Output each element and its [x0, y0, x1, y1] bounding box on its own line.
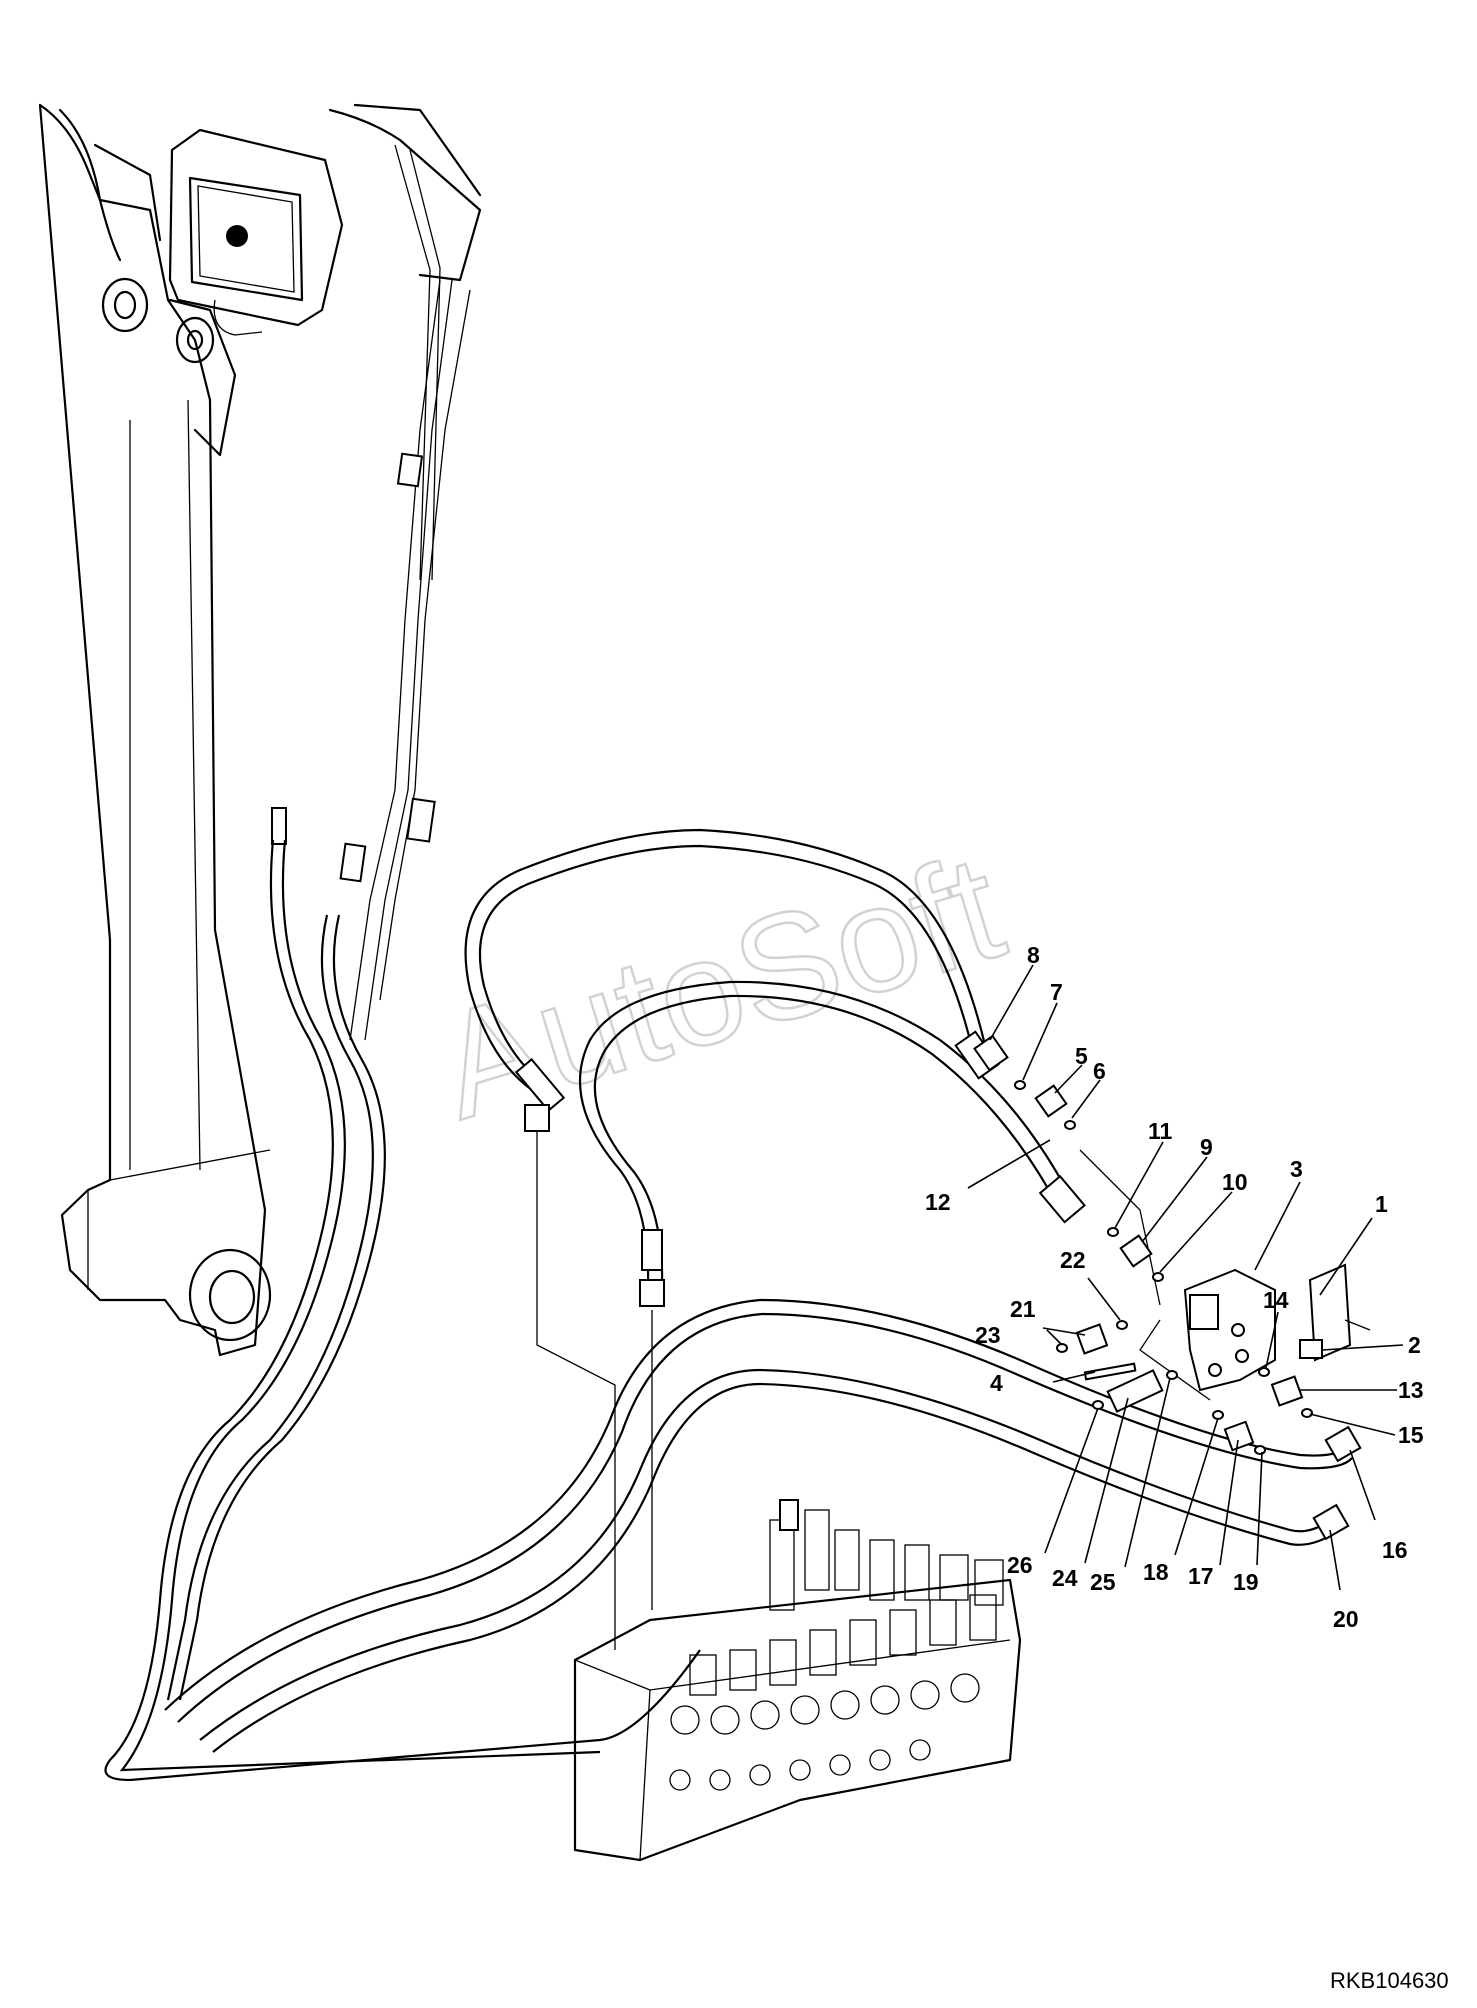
callout-2: 2 [1408, 1332, 1421, 1358]
callout-13: 13 [1398, 1377, 1424, 1403]
callout-20: 20 [1333, 1606, 1359, 1632]
work-light [168, 128, 344, 336]
callout-8: 8 [1027, 942, 1040, 968]
callout-5: 5 [1075, 1043, 1088, 1069]
boom-pipes [271, 279, 471, 1041]
callout-6: 6 [1093, 1058, 1106, 1084]
callout-3: 3 [1290, 1156, 1303, 1182]
boom-hoses [104, 839, 701, 1782]
watermark-text: AutoSoft [420, 822, 1019, 1151]
callout-10: 10 [1222, 1169, 1248, 1195]
callout-4: 4 [990, 1370, 1003, 1396]
callout-25: 25 [1090, 1569, 1116, 1595]
callout-19: 19 [1233, 1569, 1259, 1595]
callout-15: 15 [1398, 1422, 1424, 1448]
drawing-number: RKB104630 [1330, 1968, 1449, 1993]
callout-9: 9 [1200, 1134, 1213, 1160]
callout-16: 16 [1382, 1537, 1408, 1563]
long-hoses [164, 1298, 1362, 1753]
callout-11: 11 [1148, 1118, 1173, 1144]
callout-7: 7 [1050, 979, 1063, 1005]
callout-1: 1 [1375, 1191, 1388, 1217]
callout-22: 22 [1060, 1247, 1086, 1273]
leader-lines [967, 964, 1404, 1591]
callout-12: 12 [925, 1189, 951, 1215]
callout-23: 23 [975, 1322, 1001, 1348]
callout-labels: 1 2 3 4 5 6 7 8 9 10 11 12 13 14 15 16 1… [925, 942, 1424, 1632]
fittings [973, 1034, 1371, 1455]
control-valve [573, 1499, 1022, 1862]
callout-21: 21 [1010, 1296, 1036, 1322]
callout-14: 14 [1263, 1287, 1289, 1313]
callout-17: 17 [1188, 1563, 1214, 1589]
callout-18: 18 [1143, 1559, 1169, 1585]
connector-lines [536, 1130, 1211, 1650]
callout-24: 24 [1052, 1565, 1078, 1591]
boom-arm [38, 103, 482, 1357]
callout-26: 26 [1007, 1552, 1033, 1578]
